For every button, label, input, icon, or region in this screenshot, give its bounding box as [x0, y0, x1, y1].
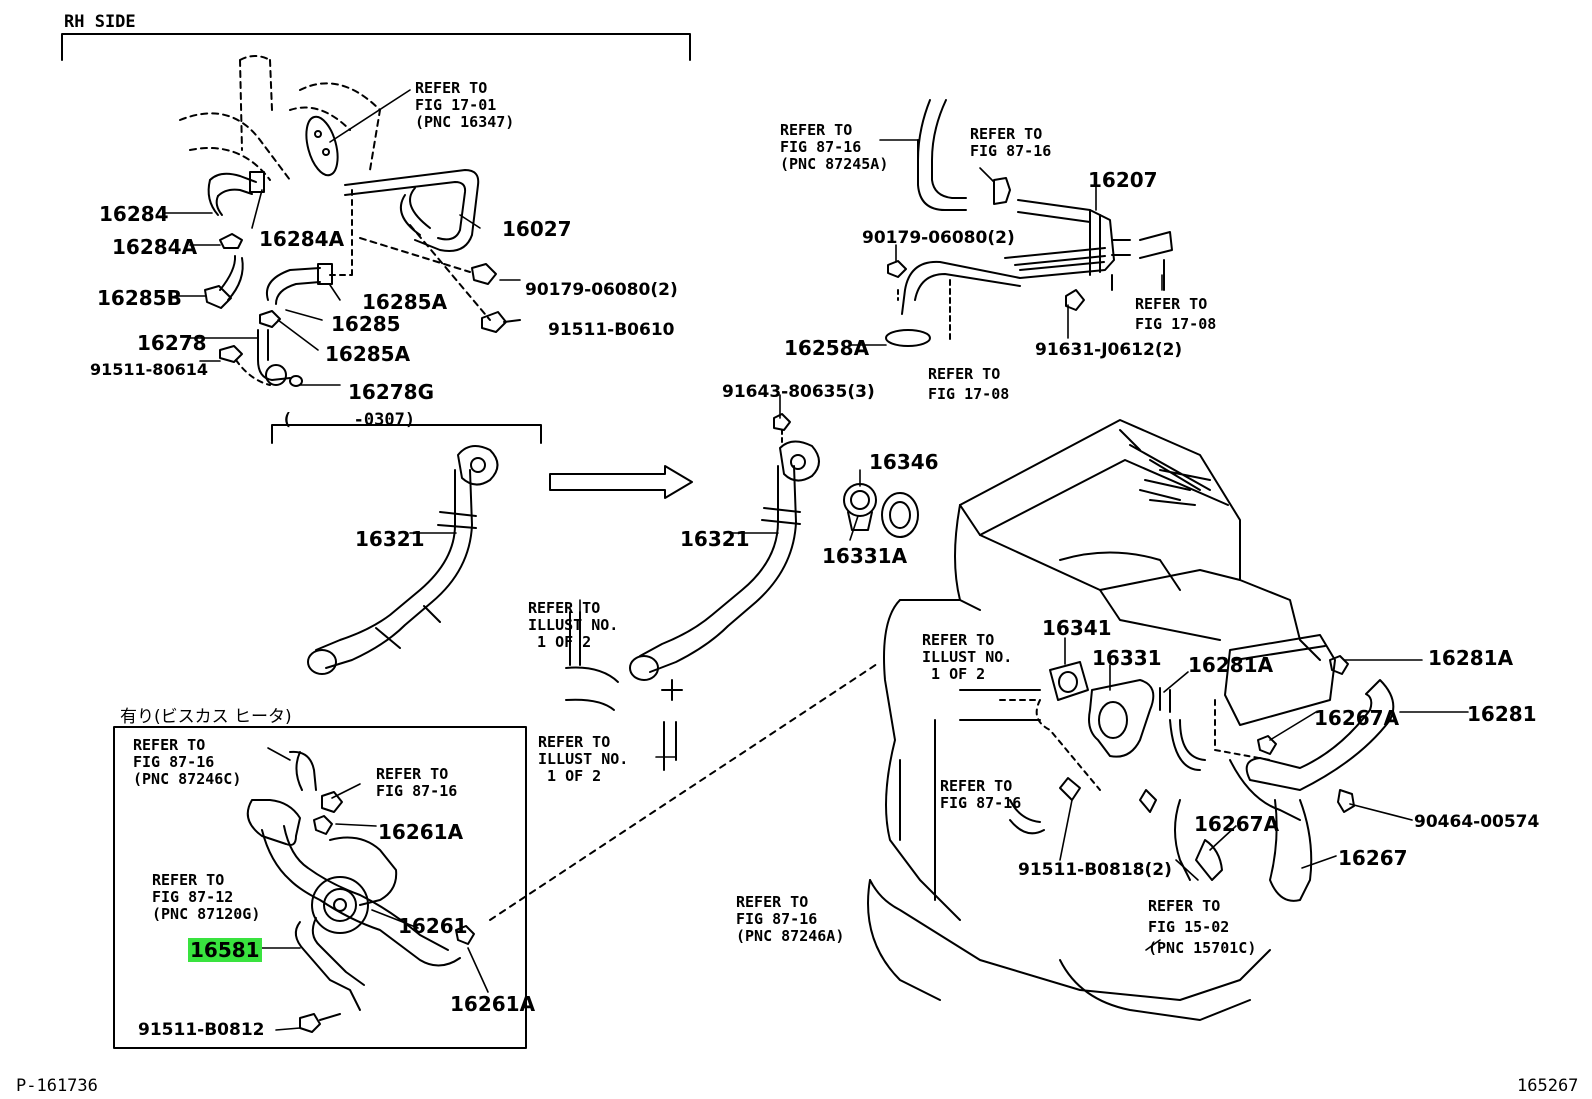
part-16331A[interactable]: 16331A	[822, 544, 908, 568]
part-16281A-center[interactable]: 16281A	[1188, 653, 1274, 677]
ref-fig-87-16-pnc-87246c: REFER TO FIG 87-16 (PNC 87246C)	[133, 736, 242, 788]
ref-fig-15-02: REFER TO FIG 15-02 (PNC 15701C)	[1148, 897, 1257, 957]
water-inlet-hose-16321-right	[630, 414, 819, 700]
part-16284A[interactable]: 16284A	[112, 235, 198, 259]
part-16284A-2[interactable]: 16284A	[259, 227, 345, 251]
part-16346[interactable]: 16346	[869, 450, 939, 474]
ref-fig-17-08-lower: REFER TO FIG 17-08	[928, 365, 1010, 403]
ref-fig-87-16-pnc-87245a: REFER TO FIG 87-16 (PNC 87245A)	[780, 121, 889, 173]
drawing-code-right: 165267	[1517, 1076, 1579, 1096]
part-16278[interactable]: 16278	[137, 331, 207, 355]
water-inlet-hose-16321-left	[308, 446, 498, 674]
viscous-heater-option-label: 有り(ビスカス ヒータ)	[120, 707, 292, 727]
part-16027[interactable]: 16027	[502, 217, 572, 241]
upper-left-pipe-assembly	[180, 56, 520, 386]
ref-fig-87-16-engine: REFER TO FIG 87-16	[940, 777, 1022, 812]
part-90464-00574[interactable]: 90464-00574	[1414, 812, 1540, 832]
thermostat-16331A	[844, 484, 876, 530]
part-16581-highlight[interactable]: 16581	[188, 938, 262, 962]
part-16261A-lower[interactable]: 16261A	[450, 992, 536, 1016]
part-16284[interactable]: 16284	[99, 202, 169, 226]
ref-fig-87-16-upper: REFER TO FIG 87-16	[970, 125, 1052, 160]
ref-fig-87-16-heater: REFER TO FIG 87-16	[376, 765, 458, 800]
part-16285B[interactable]: 16285B	[97, 286, 182, 310]
part-16321-left[interactable]: 16321	[355, 527, 425, 551]
part-16285[interactable]: 16285	[331, 312, 401, 336]
part-16285A-lower[interactable]: 16285A	[325, 342, 411, 366]
part-16581[interactable]: 16581	[188, 938, 262, 962]
engine-outline	[868, 420, 1335, 1020]
viscous-heater-16581	[248, 752, 474, 1032]
part-16261[interactable]: 16261	[398, 914, 468, 938]
ref-illust-1-of-2-lower: REFER TO ILLUST NO. 1 OF 2	[538, 733, 629, 785]
ref-fig-87-12: REFER TO FIG 87-12 (PNC 87120G)	[152, 871, 261, 923]
thermostat-housing-assembly	[960, 656, 1393, 901]
part-16267A-upper[interactable]: 16267A	[1314, 706, 1400, 730]
part-16261A-upper[interactable]: 16261A	[378, 820, 464, 844]
part-91643-80635[interactable]: 91643-80635(3)	[722, 382, 875, 402]
version-range: ( -0307)	[282, 410, 416, 430]
heater-engine-link	[490, 662, 880, 920]
part-91511-B0812[interactable]: 91511-B0812	[138, 1020, 265, 1040]
part-16281[interactable]: 16281	[1467, 702, 1537, 726]
rh-side-header: RH SIDE	[64, 12, 136, 32]
part-91511-B0818[interactable]: 91511-B0818(2)	[1018, 860, 1172, 880]
part-16285A-upper[interactable]: 16285A	[362, 290, 448, 314]
part-90179-06080-left[interactable]: 90179-06080(2)	[525, 280, 678, 300]
ref-illust-1-of-2-engine: REFER TO ILLUST NO. 1 OF 2	[922, 631, 1013, 683]
ref-fig-87-16-pnc-87246a: REFER TO FIG 87-16 (PNC 87246A)	[736, 893, 845, 945]
ref-illust-1-of-2-middle: REFER TO ILLUST NO. 1 OF 2	[528, 599, 619, 651]
part-16258A[interactable]: 16258A	[784, 336, 870, 360]
ref-fig-17-08-right: REFER TO FIG 17-08	[1135, 295, 1217, 333]
part-16207[interactable]: 16207	[1088, 168, 1158, 192]
part-16281A-right[interactable]: 16281A	[1428, 646, 1514, 670]
part-16321-right[interactable]: 16321	[680, 527, 750, 551]
part-90179-06080-right[interactable]: 90179-06080(2)	[862, 228, 1015, 248]
arrow-right	[550, 466, 692, 498]
part-16341[interactable]: 16341	[1042, 616, 1112, 640]
part-91511-B0610[interactable]: 91511-B0610	[548, 320, 675, 340]
leader-lines	[165, 90, 1468, 1030]
version-bracket	[272, 425, 541, 443]
part-91631-J0612[interactable]: 91631-J0612(2)	[1035, 340, 1183, 360]
gasket-16346	[882, 493, 918, 537]
hose-refs-middle	[566, 612, 676, 770]
ref-fig-17-01: REFER TO FIG 17-01 (PNC 16347)	[415, 79, 515, 131]
rh-side-bracket	[62, 34, 690, 60]
part-16278G[interactable]: 16278G	[348, 380, 434, 404]
part-91511-80614[interactable]: 91511-80614	[90, 360, 208, 379]
viscous-heater-box	[114, 727, 526, 1048]
part-16267[interactable]: 16267	[1338, 846, 1408, 870]
drawing-code-left: P-161736	[16, 1076, 98, 1096]
part-16267A-lower[interactable]: 16267A	[1194, 812, 1280, 836]
part-16331[interactable]: 16331	[1092, 646, 1162, 670]
heater-pipe-assembly-16207	[886, 100, 1172, 346]
